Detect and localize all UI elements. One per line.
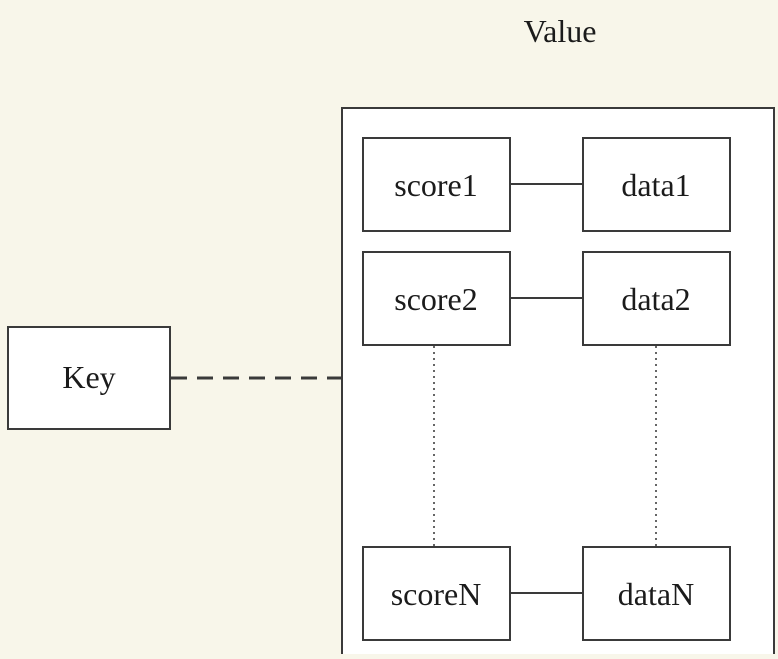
data-box-2 xyxy=(582,251,731,346)
data-box-1 xyxy=(582,137,731,232)
key-box xyxy=(7,326,171,430)
data-box-n xyxy=(582,546,731,641)
value-title: Value xyxy=(524,13,597,49)
score-label-n: scoreN xyxy=(391,576,482,612)
score-box-1 xyxy=(362,137,511,232)
data-label-2: data2 xyxy=(621,281,690,317)
score-label-2: score2 xyxy=(394,281,478,317)
data-label-n: dataN xyxy=(618,576,694,612)
data-label-1: data1 xyxy=(621,167,690,203)
score-label-1: score1 xyxy=(394,167,478,203)
key-label: Key xyxy=(62,359,115,395)
